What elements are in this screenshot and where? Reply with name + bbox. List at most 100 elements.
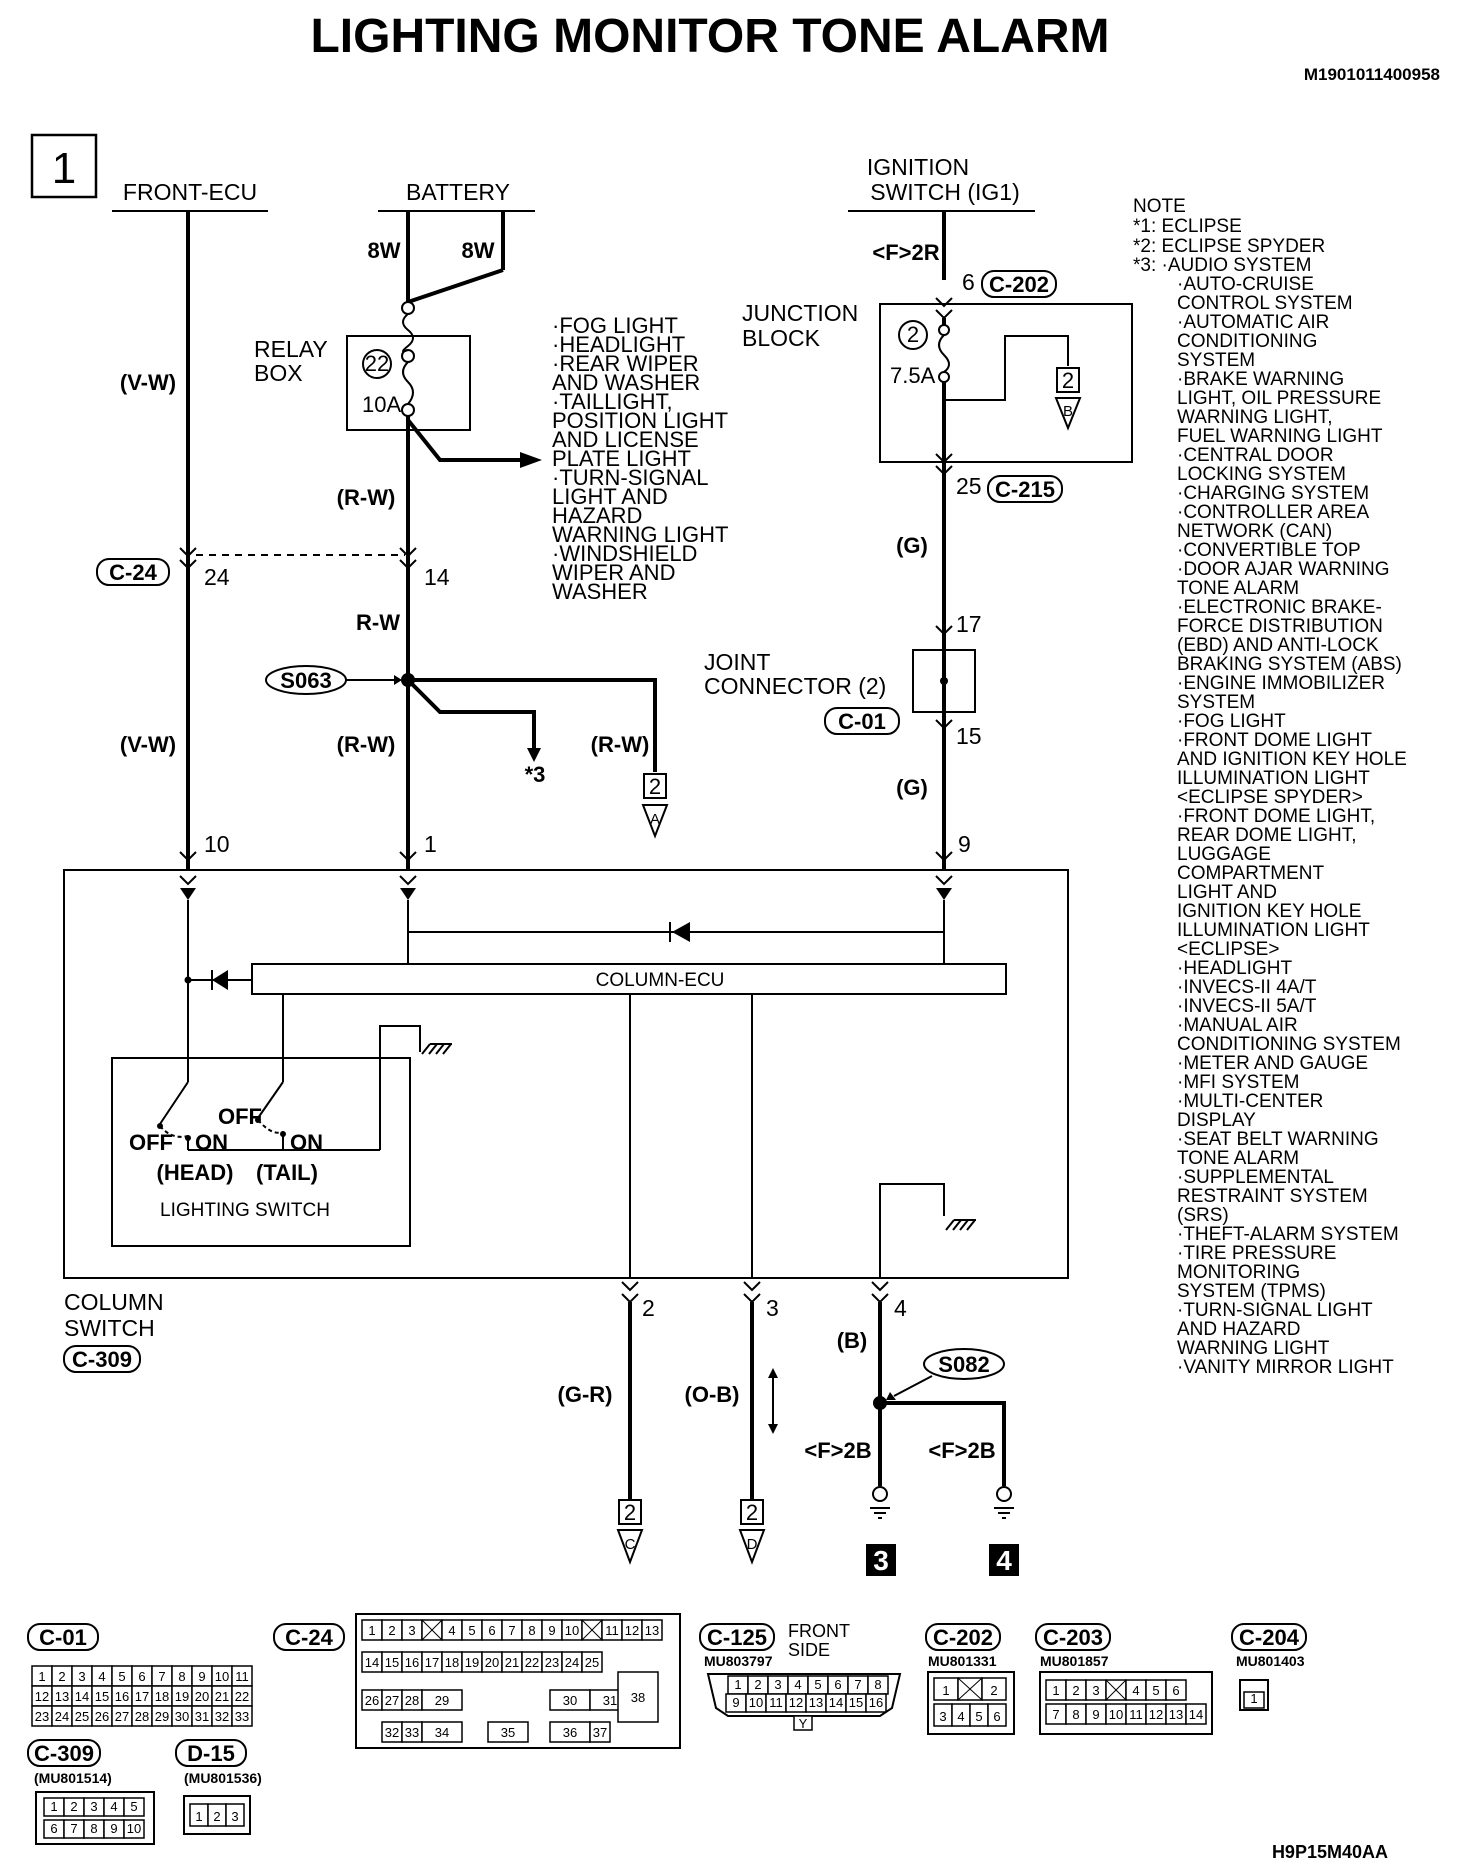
c125-pin-number: 6: [834, 1677, 841, 1692]
c24-pin-number: 19: [465, 1655, 479, 1670]
connector-c202-part: MU801331: [928, 1653, 997, 1669]
wire-color-rw-3: (R-W): [591, 732, 650, 757]
c24-pin-number: 16: [405, 1655, 419, 1670]
head-off-label: OFF: [129, 1130, 173, 1155]
connector-c204-housing: [1239, 1679, 1269, 1711]
connector-c125-y: Y: [799, 1716, 808, 1731]
relay-load-item: AND LICENSE: [552, 427, 699, 452]
head-on-label: ON: [195, 1130, 228, 1155]
pin-4: 4: [894, 1295, 907, 1321]
c24-pin-number: 25: [585, 1655, 599, 1670]
c01-pin-number: 3: [78, 1669, 85, 1684]
c24-pin-number: 32: [385, 1725, 399, 1740]
ref-d-letter: D: [747, 1536, 758, 1553]
wire-color-b: (B): [837, 1328, 868, 1353]
relay-load-item: ·REAR WIPER: [552, 351, 699, 376]
connector-c125-part: MU803797: [704, 1653, 773, 1669]
c01-pin-number: 10: [215, 1669, 229, 1684]
c125-pin-number: 9: [732, 1695, 739, 1710]
c309-connector-tag: [63, 1345, 141, 1373]
note-line: ·TIRE PRESSURE: [1177, 1243, 1336, 1264]
c24-pin-cell: [589, 1721, 611, 1743]
star3-reference: *3: [525, 762, 546, 787]
pin-15: 15: [956, 723, 982, 749]
c125-pin-number: 10: [749, 1695, 763, 1710]
pin-17: 17: [956, 611, 982, 637]
c01-pin-number: 12: [35, 1689, 49, 1704]
c01-pin-number: 13: [55, 1689, 69, 1704]
pin-24: 24: [204, 564, 230, 590]
relay-fuse-number: 22: [365, 351, 389, 376]
note-line: LIGHT AND: [1177, 882, 1277, 903]
c203-pin-number: 8: [1072, 1707, 1079, 1722]
note-line: ILLUMINATION LIGHT: [1177, 920, 1370, 941]
ref-c-page: 2: [624, 1500, 636, 1525]
c24-pin-number: 21: [505, 1655, 519, 1670]
pin-3: 3: [766, 1295, 779, 1321]
c309-pin-cell: [123, 1819, 145, 1839]
note-heading: NOTE: [1133, 196, 1186, 217]
note-line: REAR DOME LIGHT,: [1177, 825, 1356, 846]
c24-pin-cell: [421, 1721, 463, 1743]
c01-pin-number: 8: [178, 1669, 185, 1684]
note-line: ·HEADLIGHT: [1177, 958, 1292, 979]
connector-c203-housing: [1039, 1671, 1213, 1735]
c24-pin-number: 2: [388, 1623, 395, 1638]
note-line: ·ENGINE IMMOBILIZER: [1177, 673, 1385, 694]
note-line: *3: ·AUDIO SYSTEM: [1133, 255, 1311, 276]
ref-d-page: 2: [746, 1500, 758, 1525]
note-line: ·METER AND GAUGE: [1177, 1053, 1368, 1074]
c203-pin-number: 13: [1169, 1707, 1183, 1722]
wire-color-ob: (O-B): [685, 1382, 740, 1407]
connector-c204-tag: [1231, 1623, 1307, 1651]
note-line: FUEL WARNING LIGHT: [1177, 426, 1383, 447]
c125-pin-number: 11: [769, 1695, 783, 1710]
note-line: ·THEFT-ALARM SYSTEM: [1177, 1224, 1399, 1245]
note-line: ·FRONT DOME LIGHT: [1177, 730, 1372, 751]
c309-pin-number: 7: [70, 1821, 77, 1836]
c01-pin-number: 4: [98, 1669, 105, 1684]
s082-splice-label: S082: [938, 1352, 989, 1377]
c125-pin-cell: [865, 1693, 887, 1713]
c24-pin-number: 7: [508, 1623, 515, 1638]
pin-14: 14: [424, 564, 450, 590]
c01-pin-cell: [231, 1705, 253, 1727]
c125-pin-number: 13: [809, 1695, 823, 1710]
relay-load-item: WASHER: [552, 579, 648, 604]
note-line: SYSTEM (TPMS): [1177, 1281, 1326, 1302]
connector-c204-id: C-204: [1239, 1625, 1300, 1650]
wire-color-rw-2: (R-W): [337, 732, 396, 757]
c125-pin-number: 1: [734, 1677, 741, 1692]
column-switch-label-2: SWITCH: [64, 1315, 155, 1341]
c01-pin-number: 9: [198, 1669, 205, 1684]
c01-pin-number: 7: [158, 1669, 165, 1684]
c24-pin-number: 23: [545, 1655, 559, 1670]
c125-pin-number: 15: [849, 1695, 863, 1710]
column-ecu-label: COLUMN-ECU: [596, 970, 725, 991]
doc-code: M1901011400958: [1304, 65, 1440, 84]
c01-pin-number: 17: [135, 1689, 149, 1704]
note-line: ·CONVERTIBLE TOP: [1177, 540, 1361, 561]
c309-connector-label: C-309: [72, 1347, 132, 1372]
note-line: LUGGAGE: [1177, 844, 1271, 865]
c01-pin-number: 24: [55, 1709, 69, 1724]
relay-load-item: ·TAILLIGHT,: [552, 389, 673, 414]
pin-1: 1: [424, 831, 437, 857]
wire-color-gr: (G-R): [558, 1382, 613, 1407]
connector-c01-tag: [27, 1623, 99, 1651]
junction-block-label-1: JUNCTION: [742, 300, 858, 326]
c01-pin-number: 22: [235, 1689, 249, 1704]
c24-pin-number: 18: [445, 1655, 459, 1670]
column-switch-label-1: COLUMN: [64, 1289, 164, 1315]
relay-box-label-2: BOX: [254, 360, 303, 386]
c203-pin-cell: [1185, 1703, 1207, 1725]
c309-pin-number: 10: [127, 1821, 141, 1836]
note-line: ·MFI SYSTEM: [1177, 1072, 1299, 1093]
column-switch-box: [63, 869, 1069, 1279]
